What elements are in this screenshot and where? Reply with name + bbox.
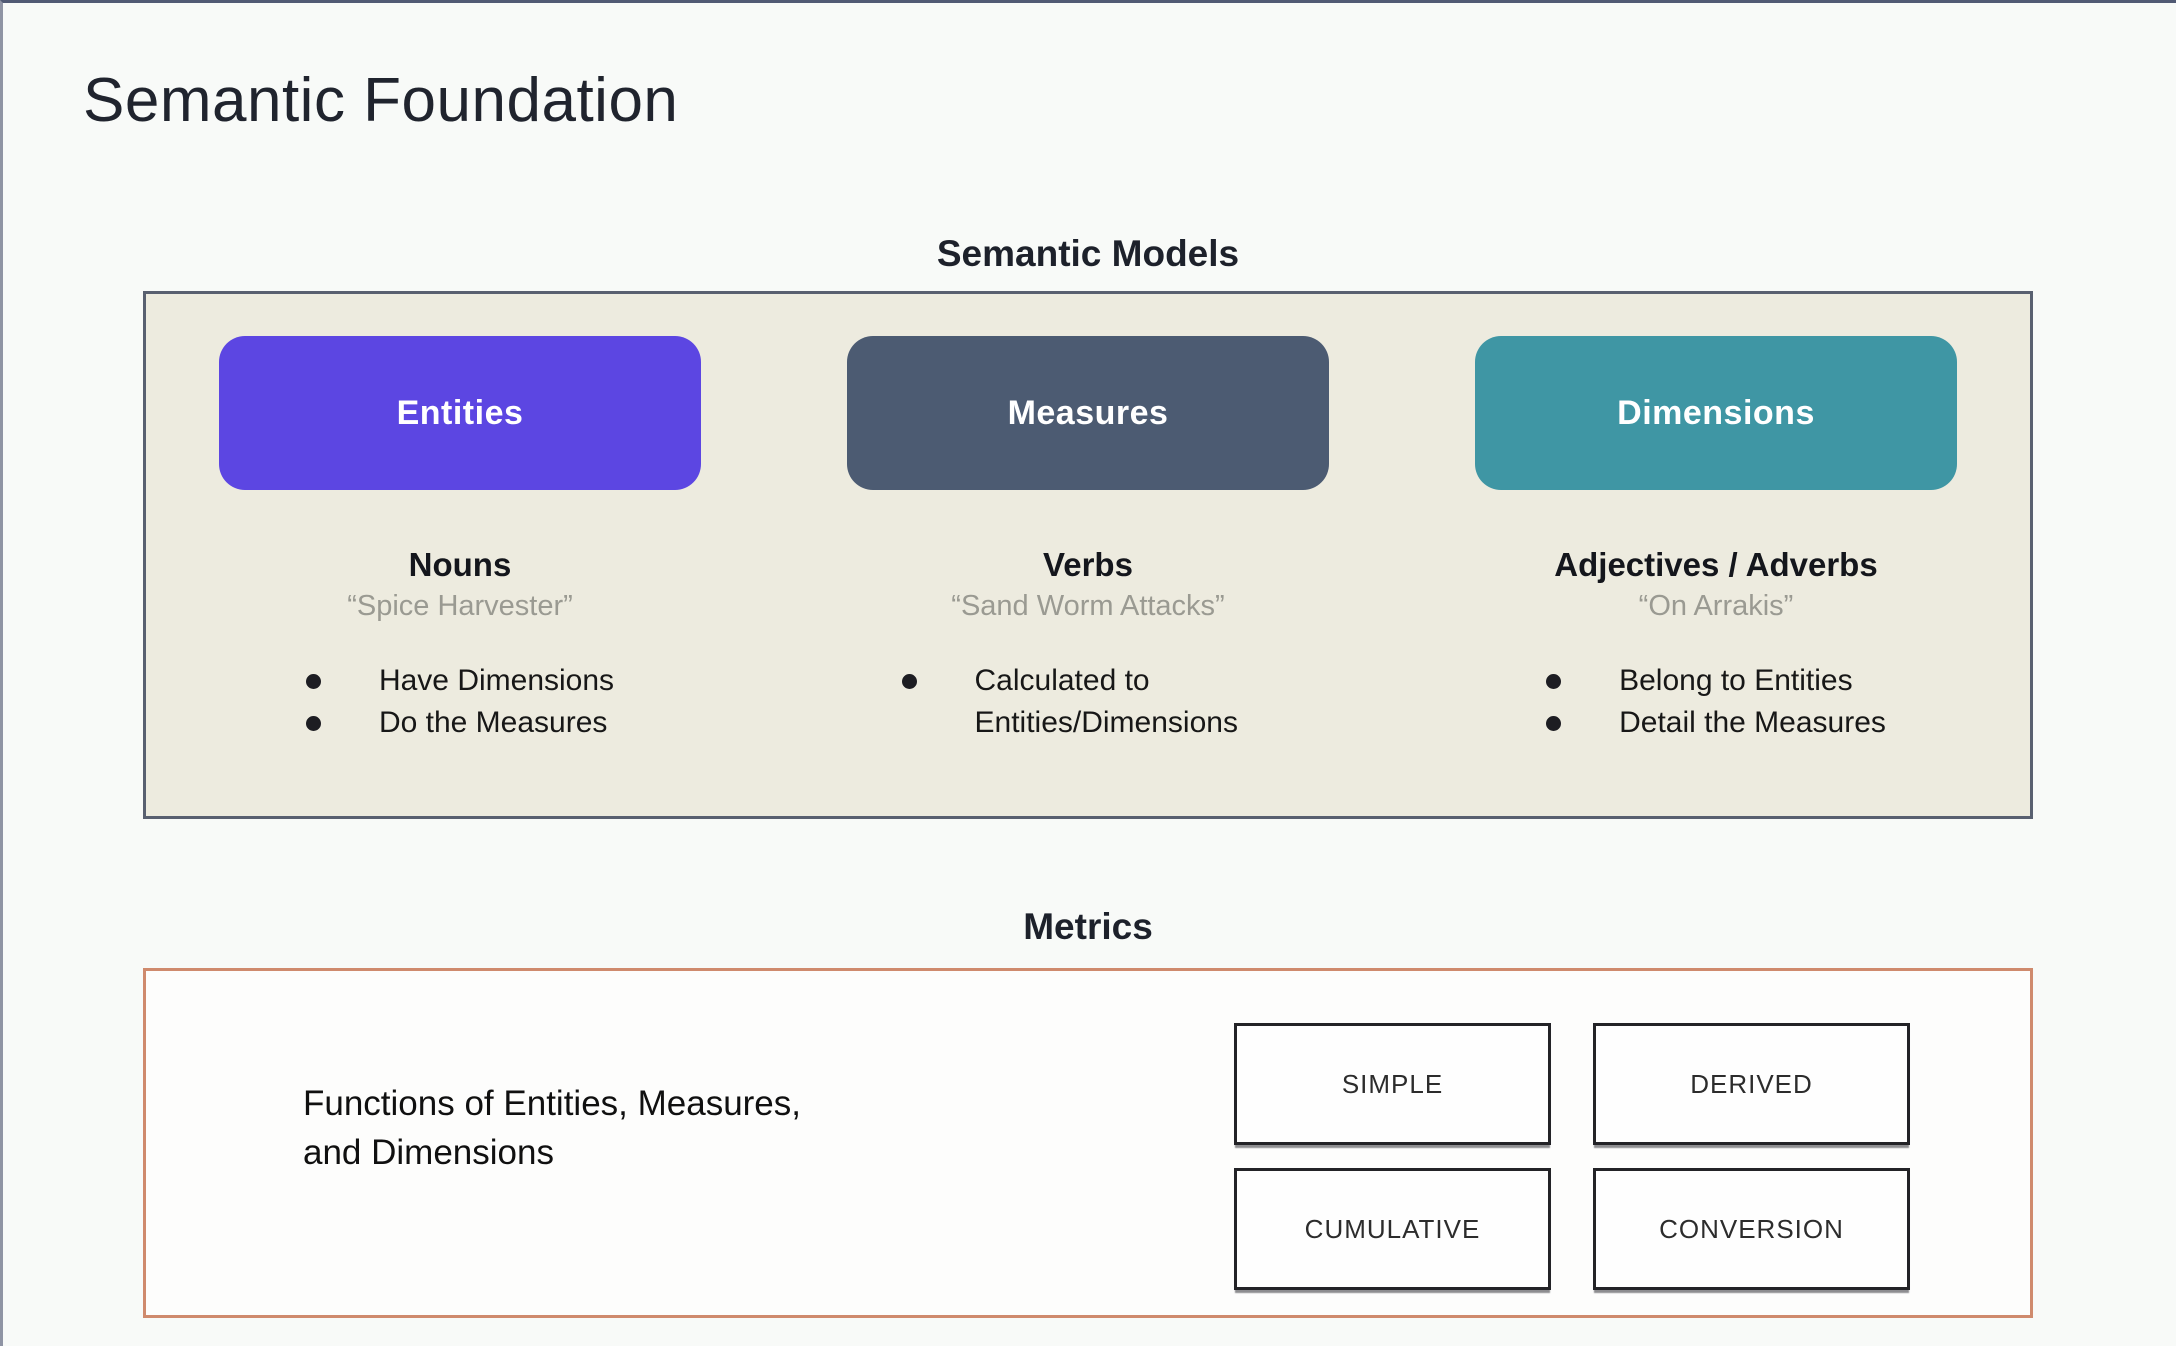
list-item: Have Dimensions [305,660,615,702]
entities-card: Entities [219,336,701,490]
measures-example-quote: “Sand Worm Attacks” [951,590,1225,622]
metric-tile-simple: SIMPLE [1234,1023,1551,1145]
bullet-dot [305,716,321,731]
measures-card: Measures [847,336,1329,490]
entities-column: Entities Nouns “Spice Harvester” Have Di… [146,294,774,816]
semantic-models-heading: Semantic Models [936,233,1240,274]
metric-tile-derived: DERIVED [1593,1023,1910,1145]
list-item: Belong to Entities [1546,660,1886,702]
dimensions-column: Dimensions Adjectives / Adverbs “On Arra… [1402,294,2030,816]
dimensions-card: Dimensions [1475,336,1957,490]
entities-example-quote: “Spice Harvester” [347,590,573,622]
measures-role-heading: Verbs [1043,546,1133,583]
bullet-text: Have Dimensions [378,664,615,697]
metrics-heading: Metrics [1023,906,1153,947]
semantic-models-panel: Entities Nouns “Spice Harvester” Have Di… [143,291,2033,819]
page-title: Semantic Foundation [83,66,679,135]
metric-tile-conversion: CONVERSION [1593,1168,1910,1290]
bullet-text: Belong to Entities [1619,664,1853,697]
dimensions-example-quote: “On Arrakis” [1638,590,1794,622]
measures-column: Measures Verbs “Sand Worm Attacks” Calcu… [774,294,1402,816]
bullet-dot [1546,716,1562,731]
metric-tiles-grid: SIMPLE DERIVED CUMULATIVE CONVERSION [1234,1023,1910,1290]
list-item: Do the Measures [305,702,614,744]
bullet-text: Do the Measures [378,706,608,739]
metric-tile-cumulative: CUMULATIVE [1234,1168,1551,1290]
entities-bullet-list: Have Dimensions Do the Measures [305,660,615,744]
bullet-dot [1546,674,1562,689]
metrics-panel: Functions of Entities, Measures, and Dim… [143,968,2033,1318]
measures-bullet-list: Calculated to Entities/Dimensions [901,660,1275,744]
dimensions-role-heading: Adjectives / Adverbs [1554,546,1878,583]
list-item: Calculated to Entities/Dimensions [901,660,1275,744]
metrics-description: Functions of Entities, Measures, and Dim… [303,1084,801,1172]
dimensions-bullet-list: Belong to Entities Detail the Measures [1546,660,1886,744]
list-item: Detail the Measures [1546,702,1886,744]
bullet-text: Detail the Measures [1619,706,1886,739]
bullet-dot [901,674,917,689]
bullet-text: Calculated to Entities/Dimensions [974,664,1238,739]
entities-role-heading: Nouns [408,546,512,583]
bullet-dot [305,674,321,689]
